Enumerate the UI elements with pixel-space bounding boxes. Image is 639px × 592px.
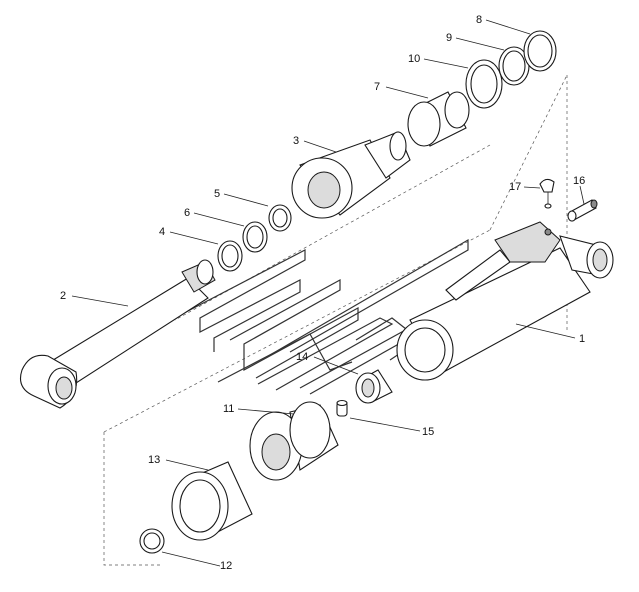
leader-lines <box>71 19 585 567</box>
label-4: 4 <box>159 226 165 238</box>
seal-ring-10 <box>465 59 503 109</box>
piston <box>407 91 470 147</box>
label-11: 11 <box>223 403 234 415</box>
label-17: 17 <box>509 181 521 193</box>
bushing-14 <box>355 369 393 404</box>
label-16: 16 <box>573 175 585 187</box>
gland <box>291 131 411 219</box>
label-14: 14 <box>296 351 308 363</box>
label-6: 6 <box>184 207 190 219</box>
cylinder-barrel <box>396 221 614 381</box>
label-7: 7 <box>374 81 380 93</box>
label-5: 5 <box>214 188 220 200</box>
seal-ring-9 <box>498 46 530 86</box>
label-3: 3 <box>293 135 299 147</box>
seal-ring-5 <box>268 204 292 232</box>
sleeve-13 <box>171 461 253 541</box>
label-12: 12 <box>220 560 232 572</box>
callout-labels: 1 2 3 4 5 6 7 8 9 10 11 12 13 14 15 16 1… <box>60 14 585 572</box>
pin-15 <box>336 399 348 417</box>
label-15: 15 <box>422 426 434 438</box>
seal-ring-4 <box>217 240 243 272</box>
piston-head <box>249 401 339 481</box>
seal-ring-8 <box>523 30 557 72</box>
seal-ring-6 <box>242 221 268 253</box>
label-10: 10 <box>408 53 420 65</box>
label-9: 9 <box>446 32 452 44</box>
label-2: 2 <box>60 290 66 302</box>
label-1: 1 <box>579 333 585 345</box>
grease-nipple <box>539 178 555 209</box>
piston-rod <box>19 259 216 409</box>
seal-ring-12 <box>139 528 165 554</box>
label-8: 8 <box>476 14 482 26</box>
bleed-screw <box>567 199 598 222</box>
label-13: 13 <box>148 454 160 466</box>
